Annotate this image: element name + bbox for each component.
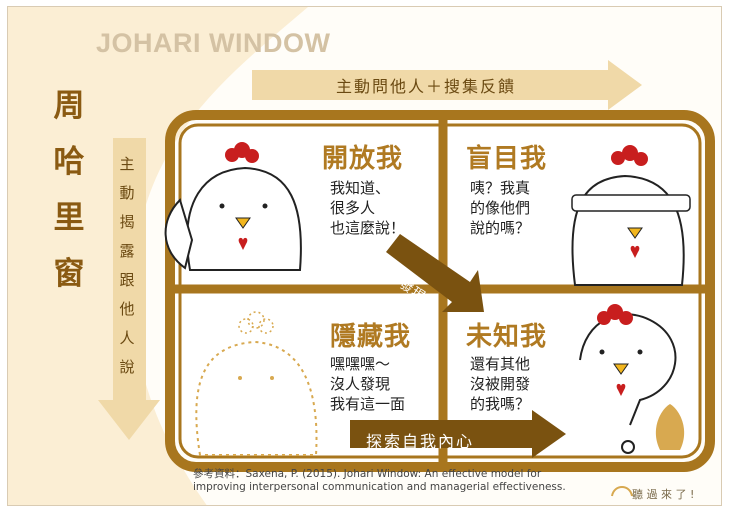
open-chicken-illustration — [164, 142, 302, 271]
bottom-arrow-label: 探索自我內心 — [366, 432, 475, 451]
hidden-self-line: 我有這一面 — [330, 395, 406, 413]
open-self-title: 開放我 — [322, 144, 404, 174]
side-title-char: 窗 — [53, 256, 85, 292]
left-arrow-char: 主 — [119, 155, 135, 173]
reference-line: 參考資料：Saxena, P. (2015). Johari Window: A… — [193, 468, 542, 480]
side-title-char: 周 — [53, 88, 85, 124]
window-frame — [165, 110, 715, 472]
hidden-self-text: 嘿嘿嘿～ 沒人發現 我有這一面 — [330, 354, 405, 414]
hidden-self-line: 沒人發現 — [330, 375, 391, 393]
unknown-self-line: 還有其他 — [470, 355, 531, 373]
blind-self-line: 的像他們 — [470, 199, 531, 217]
blind-self-line: 咦？我真 — [470, 179, 531, 197]
reference-citation: 參考資料：Saxena, P. (2015). Johari Window: A… — [193, 468, 566, 494]
blind-self-line: 說的嗎？ — [470, 219, 531, 237]
left-arrow-char: 露 — [119, 242, 135, 260]
unknown-self-title: 未知我 — [466, 322, 548, 352]
top-arrow-label: 主動問他人＋搜集反饋 — [335, 77, 516, 96]
blind-chicken-illustration — [571, 145, 691, 286]
blind-self-text: 咦？我真 的像他們 說的嗎？ — [470, 178, 530, 238]
left-arrow-char: 人 — [119, 329, 135, 347]
side-title-char: 里 — [53, 200, 85, 236]
page-title: JOHARI WINDOW — [96, 28, 331, 58]
unknown-self-line: 的我嗎？ — [470, 395, 531, 413]
logo-mark — [611, 486, 633, 497]
unknown-self-line: 沒被開發 — [470, 375, 531, 393]
open-self-text: 我知道、 很多人 也這麼說！ — [330, 178, 405, 238]
background-shape — [8, 7, 308, 505]
open-self-line: 很多人 — [330, 199, 376, 217]
bottom-arrow — [350, 410, 566, 458]
side-title-char: 哈 — [53, 144, 85, 180]
reference-line: improving interpersonal communication an… — [193, 481, 566, 493]
open-self-line: 我知道、 — [330, 179, 391, 197]
hidden-chicken-illustration — [195, 311, 318, 456]
left-arrow-char: 說 — [119, 358, 135, 376]
logo-text: 聽 過 來 了 ! — [632, 488, 695, 501]
hidden-self-line: 嘿嘿嘿～ — [330, 355, 391, 373]
unknown-chicken-illustration — [579, 304, 685, 454]
hidden-self-title: 隱藏我 — [330, 322, 412, 352]
left-arrow-label: 主 動 揭 露 跟 他 人 說 — [112, 150, 142, 382]
blind-self-title: 盲目我 — [466, 144, 548, 174]
left-arrow-char: 動 — [119, 184, 135, 202]
top-arrow — [252, 60, 642, 110]
left-arrow-char: 揭 — [119, 213, 135, 231]
diagonal-arrow — [386, 234, 484, 312]
side-title: 周 哈 里 窗 — [46, 78, 92, 302]
left-arrow-char: 他 — [119, 300, 135, 318]
open-self-line: 也這麼說！ — [330, 219, 406, 237]
unknown-self-text: 還有其他 沒被開發 的我嗎？ — [470, 354, 530, 414]
left-arrow — [98, 138, 160, 440]
left-arrow-char: 跟 — [119, 271, 135, 289]
